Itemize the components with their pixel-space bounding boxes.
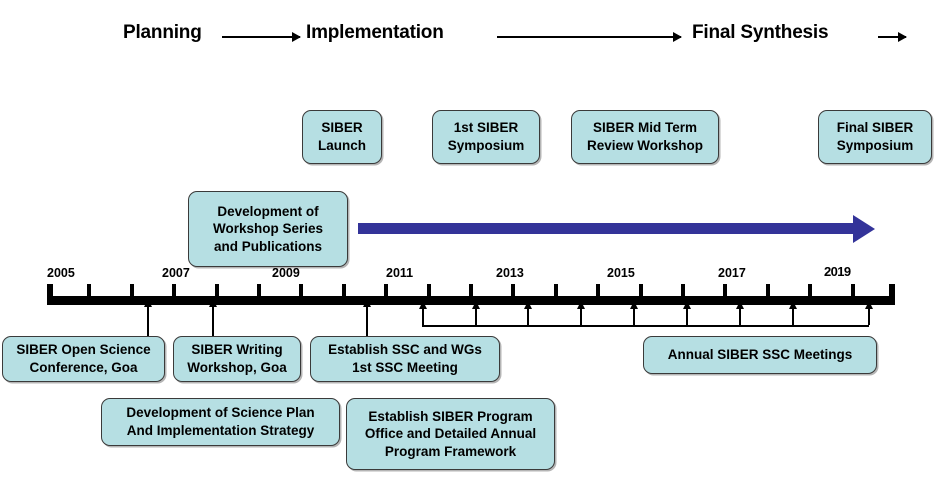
axis-tick	[638, 284, 643, 296]
milestone-label: Final SIBER Symposium	[836, 120, 914, 153]
axis-tick	[384, 284, 389, 296]
axis-connector-arrow	[363, 299, 371, 336]
axis-tick	[850, 284, 855, 296]
milestone-label: 1st SIBER Symposium	[447, 120, 525, 153]
axis-tick	[87, 284, 92, 296]
axis-end-cap	[889, 284, 895, 305]
axis-tick	[553, 284, 558, 296]
axis-tick	[172, 284, 177, 296]
axis-year-label-2005: 2005	[47, 266, 75, 280]
axis-tick	[426, 284, 431, 296]
axis-tick	[596, 284, 601, 296]
comb-tooth-arrow	[865, 301, 873, 325]
axis-tick	[257, 284, 261, 296]
event-box-establish-ssc-and-wgs[interactable]: Establish SSC and WGs 1st SSC Meeting	[310, 336, 500, 382]
axis-end-cap	[47, 284, 53, 305]
axis-year-label-2015: 2015	[607, 266, 635, 280]
axis-connector-arrow	[209, 299, 217, 336]
event-box-siber-writing-workshop[interactable]: SIBER Writing Workshop, Goa	[173, 336, 301, 382]
axis-connector-arrow	[144, 299, 152, 336]
axis-tick	[808, 284, 813, 296]
event-box-annual-siber-ssc-meetings[interactable]: Annual SIBER SSC Meetings	[643, 336, 877, 374]
milestone-box-siber-launch[interactable]: SIBER Launch	[302, 110, 382, 164]
event-label: SIBER Open Science Conference, Goa	[16, 342, 151, 375]
event-label: Development of Science Plan And Implemen…	[126, 405, 315, 438]
axis-year-label-2007: 2007	[162, 266, 190, 280]
axis-tick	[129, 284, 134, 296]
axis-tick	[341, 284, 346, 296]
axis-year-label-2019: 2019	[824, 264, 851, 279]
event-label: Annual SIBER SSC Meetings	[667, 347, 853, 363]
event-box-siber-open-science-conference[interactable]: SIBER Open Science Conference, Goa	[2, 336, 165, 382]
event-label: SIBER Writing Workshop, Goa	[187, 342, 287, 375]
milestone-label: SIBER Launch	[317, 120, 366, 153]
axis-year-label-2013: 2013	[496, 266, 524, 280]
event-box-establish-siber-program-office[interactable]: Establish SIBER Program Office and Detai…	[346, 398, 555, 470]
phase-arrow-planning-to-implementation	[222, 32, 301, 42]
axis-tick	[299, 284, 304, 296]
phase-label-implementation: Implementation	[306, 22, 444, 43]
comb-tooth-arrow	[524, 301, 532, 325]
axis-tick	[214, 284, 219, 296]
event-label: Establish SSC and WGs 1st SSC Meeting	[328, 342, 482, 375]
axis-year-label-2011: 2011	[386, 266, 414, 280]
axis-tick	[469, 284, 473, 296]
axis-tick	[681, 284, 685, 296]
comb-tooth-arrow	[577, 301, 585, 325]
comb-tooth-arrow	[683, 301, 691, 325]
comb-tooth-arrow	[736, 301, 744, 325]
workstream-label: Development of Workshop Series and Publi…	[212, 203, 324, 254]
phase-label-final-synthesis: Final Synthesis	[692, 22, 829, 43]
comb-tooth-arrow	[789, 301, 797, 325]
axis-year-label-2017: 2017	[718, 266, 746, 280]
phase-arrow-final-synthesis-end	[878, 32, 907, 42]
phase-arrow-implementation-to-final	[497, 32, 682, 42]
phase-label-planning: Planning	[123, 22, 202, 43]
comb-base-line	[422, 325, 869, 327]
milestone-box-final-siber-symposium[interactable]: Final SIBER Symposium	[818, 110, 932, 164]
comb-tooth-arrow	[472, 301, 480, 325]
axis-tick	[723, 284, 728, 296]
comb-tooth-arrow	[630, 301, 638, 325]
workstream-progress-arrow-bar	[358, 223, 853, 234]
axis-tick	[765, 284, 770, 296]
axis-year-label-2009: 2009	[272, 266, 300, 280]
milestone-box-siber-mid-term-review-workshop[interactable]: SIBER Mid Term Review Workshop	[571, 110, 719, 164]
axis-line	[47, 296, 895, 305]
milestone-box-1st-siber-symposium[interactable]: 1st SIBER Symposium	[432, 110, 540, 164]
event-label: Establish SIBER Program Office and Detai…	[364, 408, 537, 459]
comb-tooth-arrow	[419, 301, 427, 325]
axis-tick	[511, 284, 516, 296]
milestone-label: SIBER Mid Term Review Workshop	[586, 120, 704, 153]
workstream-progress-arrow-head-icon	[853, 215, 875, 243]
workstream-box-development-of-workshop-series[interactable]: Development of Workshop Series and Publi…	[188, 191, 348, 267]
event-box-development-of-science-plan[interactable]: Development of Science Plan And Implemen…	[101, 398, 340, 446]
